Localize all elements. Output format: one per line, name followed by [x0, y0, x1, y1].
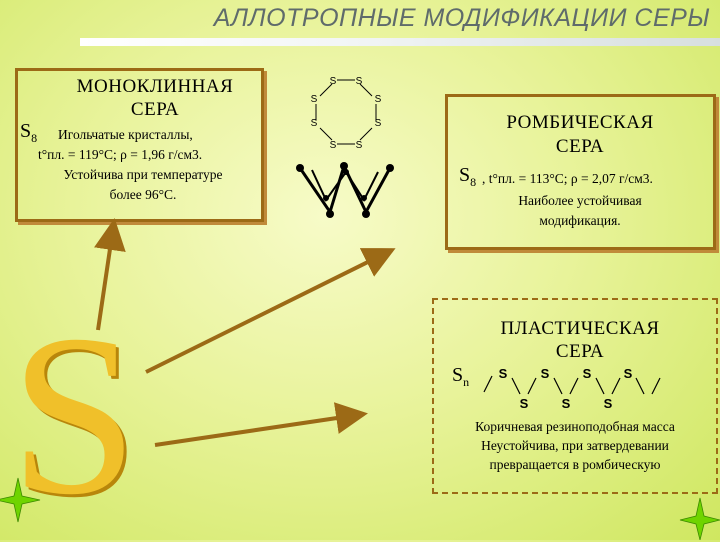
rhombic-heading-line2: СЕРА [555, 136, 605, 157]
arrow-to-monoclinic [94, 218, 126, 331]
svg-text:S: S [311, 118, 318, 129]
svg-text:S: S [330, 76, 337, 87]
monoclinic-sulfur-box [15, 68, 264, 222]
svg-text:S: S [520, 396, 529, 411]
svg-text:S: S [356, 76, 363, 87]
plastic-line2: Неустойчива, при затвердевании [481, 438, 669, 453]
page-title: АЛЛОТРОПНЫЕ МОДИФИКАЦИИ СЕРЫ [213, 4, 710, 32]
plastic-heading-line2: СЕРА [555, 341, 605, 362]
monoclinic-formula: S8 [20, 120, 38, 145]
monoclinic-line2: t°пл. = 119°С; ρ = 1,96 г/см3. [38, 147, 203, 162]
rhombic-line2: Наиболее устойчивая [518, 193, 642, 208]
plastic-formula: Sn [452, 364, 470, 389]
svg-text:S: S [330, 140, 337, 151]
plastic-line1: Коричневая резиноподобная масса [475, 419, 675, 434]
svg-text:S: S [583, 366, 592, 381]
svg-text:S: S [604, 396, 613, 411]
s8-crown-structure-icon [296, 161, 394, 218]
sparkle-star-icon [679, 497, 720, 540]
monoclinic-heading-line2: СЕРА [130, 99, 180, 120]
monoclinic-line1: Игольчатые кристаллы, [58, 127, 193, 142]
monoclinic-heading-line1: МОНОКЛИННАЯ [76, 76, 234, 97]
rhombic-sulfur-box [445, 94, 716, 250]
svg-text:S: S [375, 118, 382, 129]
rhombic-heading-line1: РОМБИЧЕСКАЯ [506, 112, 654, 133]
monoclinic-line3: Устойчива при температуре [63, 167, 223, 182]
rhombic-formula: S8 [459, 164, 477, 189]
plastic-sulfur-box [432, 298, 718, 494]
rhombic-line3: модификация. [539, 213, 621, 228]
sparkle-star-icon [0, 477, 41, 523]
svg-text:S: S [356, 140, 363, 151]
svg-text:S: S [562, 396, 571, 411]
s8-ring-icon: S S S S S S S S [311, 76, 382, 151]
monoclinic-line4: более 96°С. [109, 187, 177, 202]
title-underline-bar [80, 38, 720, 46]
svg-text:S: S [499, 366, 508, 381]
plastic-line3: превращается в ромбическую [489, 457, 661, 472]
arrow-to-rhombic [145, 248, 396, 374]
rhombic-line1: , t°пл. = 113°С; ρ = 2,07 г/см3. [482, 171, 653, 186]
arrow-to-plastic [154, 402, 368, 447]
big-sulfur-letter: S [10, 287, 138, 542]
svg-text:S: S [311, 94, 318, 105]
svg-text:S: S [624, 366, 633, 381]
plastic-heading-line1: ПЛАСТИЧЕСКАЯ [500, 318, 660, 339]
svg-text:S: S [541, 366, 550, 381]
svg-text:S: S [375, 94, 382, 105]
sn-chain-icon: S S S S S S S [483, 366, 661, 411]
